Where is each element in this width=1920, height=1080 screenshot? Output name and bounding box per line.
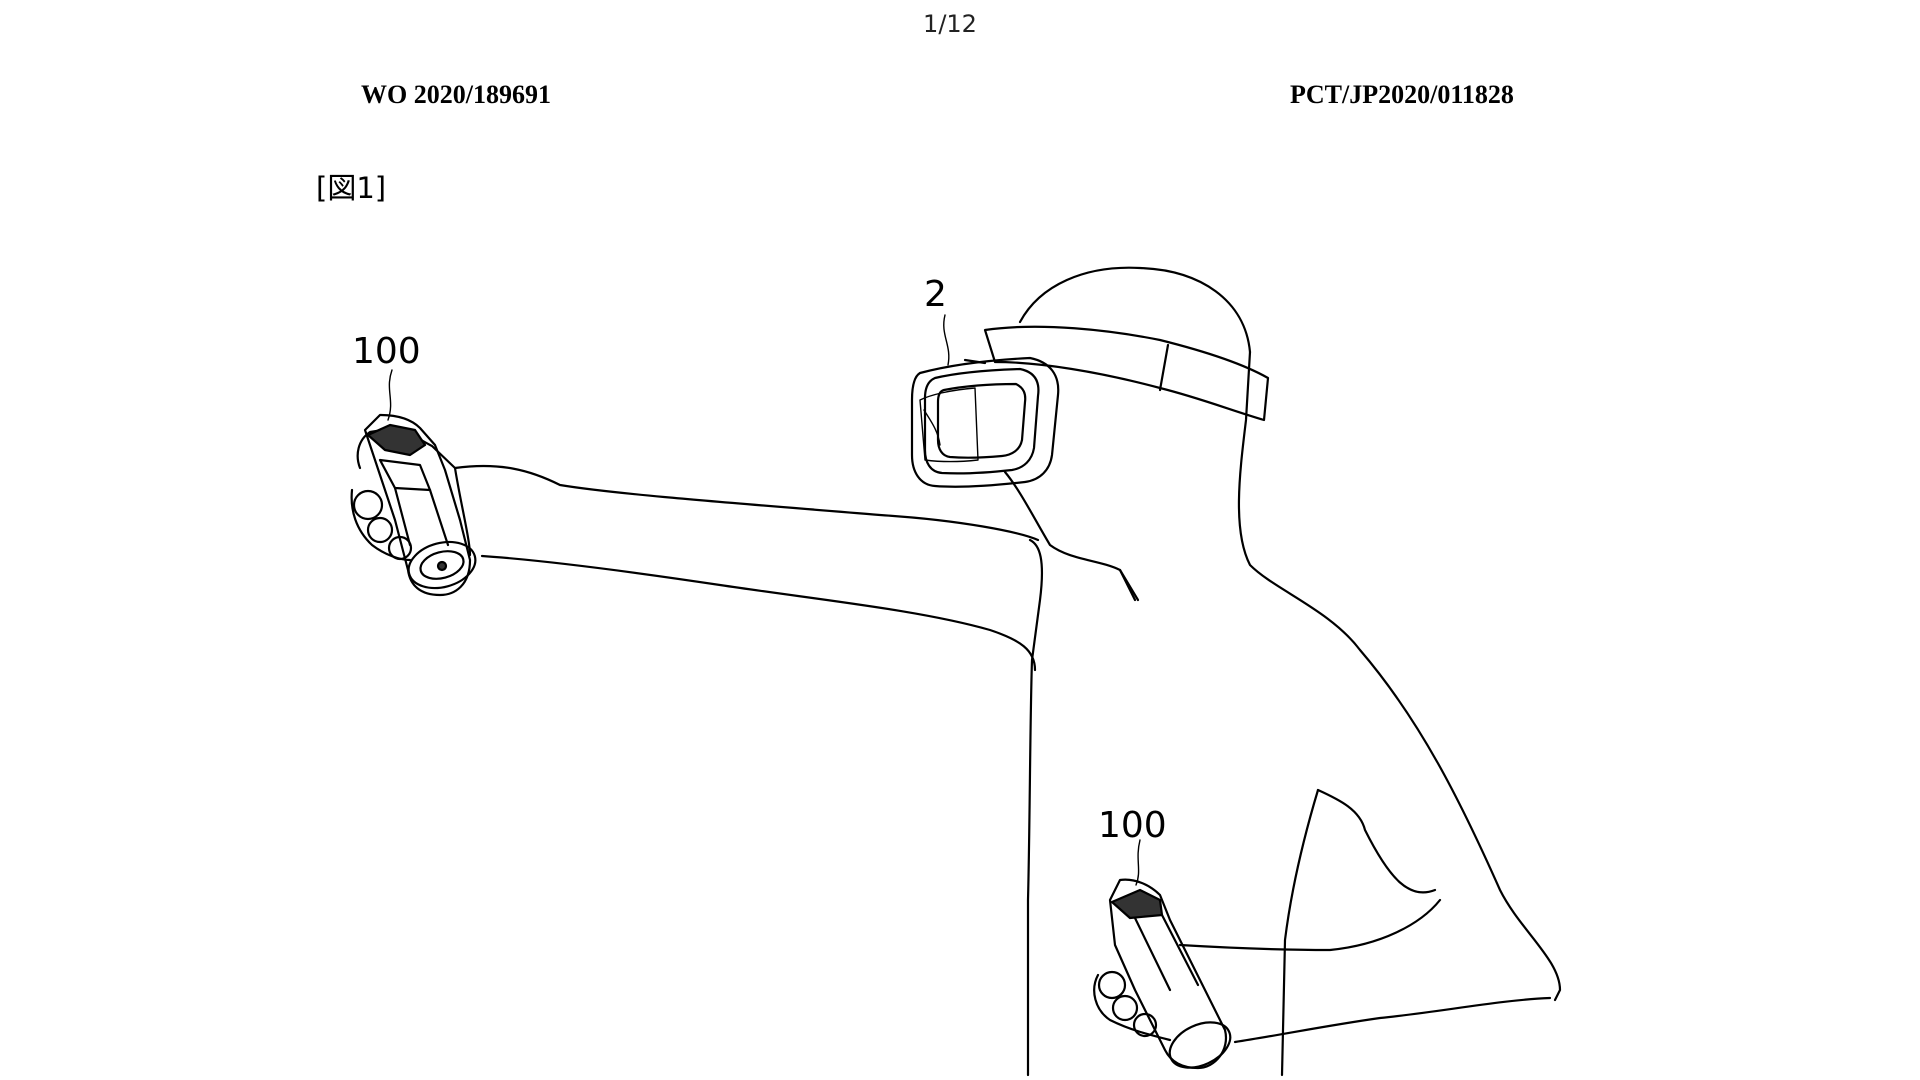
application-number: PCT/JP2020/011828: [1290, 80, 1514, 109]
figure-label: [図1]: [316, 171, 387, 205]
headset-leader-line: [943, 314, 950, 366]
page-number: 1/12: [923, 10, 977, 38]
left-controller-reference-label: 100: [352, 331, 421, 372]
right-controller-reference-label: 100: [1098, 805, 1167, 846]
headset-reference-label: 2: [924, 274, 947, 315]
left-controller: [350, 369, 477, 597]
publication-number: WO 2020/189691: [361, 80, 551, 109]
right-controller: [1093, 839, 1232, 1070]
person-outline: [1003, 266, 1562, 1077]
outstretched-arm: [453, 464, 1040, 672]
vr-headset: [910, 325, 1270, 488]
